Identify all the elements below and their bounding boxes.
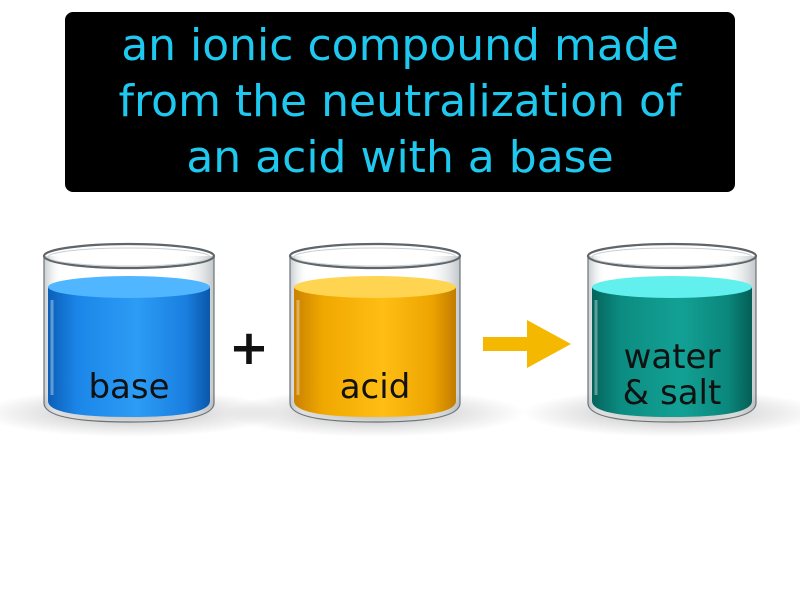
reaction-arrow <box>483 320 571 368</box>
water-salt-liquid <box>592 287 752 417</box>
definition-line: an acid with a base <box>186 132 614 183</box>
acid-liquid-surface <box>294 276 456 298</box>
base-beaker <box>42 242 216 423</box>
base-label: base <box>88 367 170 407</box>
water-salt-liquid-surface <box>592 276 752 298</box>
definition-line: from the neutralization of <box>118 76 682 127</box>
acid-beaker <box>288 242 462 423</box>
water-label: water <box>623 337 721 377</box>
salt-label: & salt <box>622 373 722 413</box>
acid-label: acid <box>339 367 411 407</box>
plus-sign: + <box>228 320 270 376</box>
definition-banner: an ionic compound made from the neutrali… <box>65 12 735 192</box>
base-liquid <box>48 287 210 417</box>
base-liquid-surface <box>48 276 210 298</box>
acid-liquid <box>294 287 456 417</box>
definition-line: an ionic compound made <box>121 20 679 71</box>
water-salt-beaker <box>586 242 758 423</box>
arrow-head-icon <box>527 320 571 368</box>
